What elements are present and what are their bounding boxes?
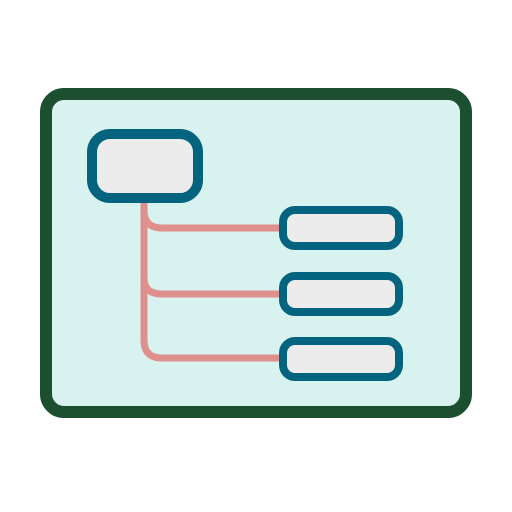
root-node	[87, 129, 203, 203]
child-node	[279, 272, 403, 316]
connector-trunk	[140, 196, 287, 362]
connector-branch-2	[140, 274, 287, 298]
connector-branch-1	[140, 206, 287, 232]
child-node	[279, 337, 403, 381]
connector-lines	[140, 196, 287, 362]
child-node	[279, 206, 403, 250]
